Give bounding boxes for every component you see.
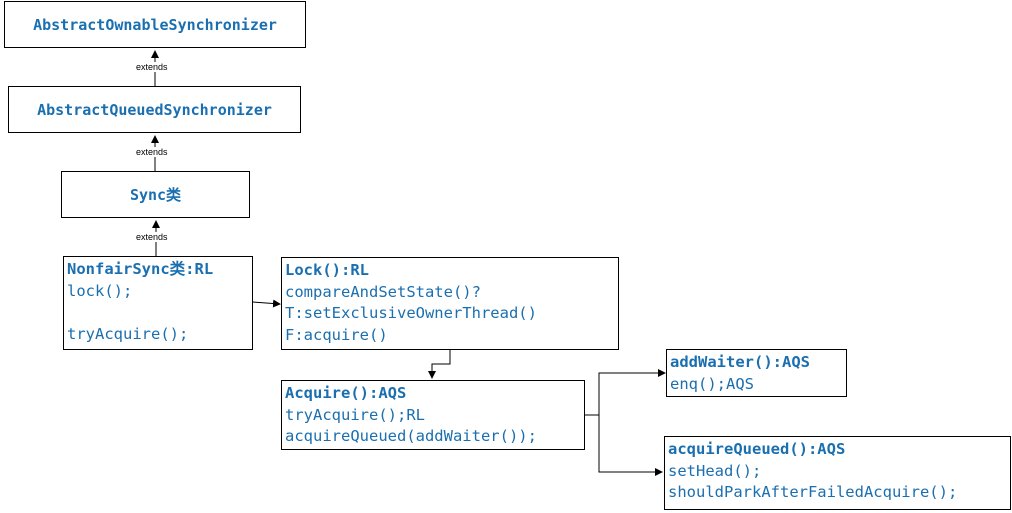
aos-class-box: AbstractOwnableSynchronizer [4, 1, 306, 48]
lock-method-line-cas: compareAndSetState()? [285, 282, 481, 301]
nonfairsync-line-blank [67, 302, 252, 324]
acquire-method-line-acquirequeued: acquireQueued(addWaiter()); [285, 427, 537, 445]
nonfairsync-line-tryacquire: tryAcquire(); [67, 324, 189, 343]
acquirequeued-method-title: acquireQueued():AQS [668, 440, 846, 458]
call-edge-nonfair-lock [252, 299, 281, 308]
extends-label: extends [135, 62, 169, 72]
acquire-method-title: Acquire():AQS [285, 384, 407, 402]
call-edge-acquire-addwaiter [598, 369, 666, 415]
extends-label: extends [135, 147, 169, 157]
acquire-method-box: Acquire():AQS tryAcquire();RL acquireQue… [281, 380, 585, 450]
acquire-method-line-tryacquire: tryAcquire();RL [285, 405, 425, 424]
aqs-class-box: AbstractQueuedSynchronizer [8, 86, 301, 133]
nonfairsync-title: NonfairSync类:RL [67, 260, 214, 278]
aos-class-label: AbstractOwnableSynchronizer [33, 15, 277, 34]
lock-method-box: Lock():RL compareAndSetState()? T:setExc… [281, 257, 619, 350]
addwaiter-method-title: addWaiter():AQS [670, 353, 810, 371]
lock-method-line-true: T:setExclusiveOwnerThread() [285, 304, 537, 322]
acquirequeued-method-line-shouldpark: shouldParkAfterFailedAcquire(); [668, 483, 958, 501]
acquirequeued-method-line-sethead: setHead(); [668, 461, 762, 480]
extends-label: extends [135, 232, 169, 242]
lock-method-title: Lock():RL [285, 261, 369, 279]
nonfairsync-line-lock: lock(); [67, 281, 133, 300]
acquirequeued-method-box: acquireQueued():AQS setHead(); shouldPar… [664, 436, 1011, 510]
sync-class-label: Sync类 [129, 186, 182, 204]
sync-class-box: Sync类 [61, 171, 250, 218]
addwaiter-method-line-enq: enq();AQS [670, 374, 754, 393]
addwaiter-method-box: addWaiter():AQS enq();AQS [666, 349, 847, 397]
aqs-class-label: AbstractQueuedSynchronizer [37, 100, 272, 119]
call-edge-lock-acquire [428, 350, 451, 379]
nonfairsync-box: NonfairSync类:RL lock(); tryAcquire(); [63, 256, 253, 350]
lock-method-line-false: F:acquire() [285, 325, 388, 344]
call-edge-acquire-acquirequeued [598, 415, 663, 476]
